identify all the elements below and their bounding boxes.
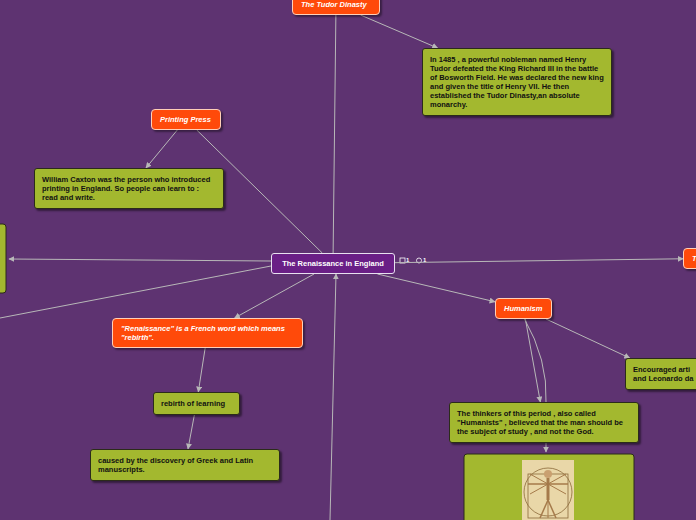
node-text: Humanism	[504, 304, 543, 313]
node-text: Encouraged arti and Leonardo da	[633, 365, 695, 383]
topic-box: "Renaissance" is a French word which mea…	[112, 318, 303, 348]
node-text: T	[692, 254, 696, 263]
branch-line	[0, 266, 271, 318]
connector	[198, 348, 205, 392]
counter-label: 1	[423, 257, 426, 263]
connector	[235, 274, 314, 318]
central-topic: The Renaissance in England	[271, 253, 395, 274]
node-text: "Renaissance" is a French word which mea…	[121, 324, 294, 342]
node-text: caused by the discovery of Greek and Lat…	[98, 456, 272, 474]
node-text: The Tudor Dinasty	[301, 0, 371, 9]
note-box: William Caxton was the person who introd…	[34, 168, 224, 209]
node-text: The Renaissance in England	[279, 259, 387, 268]
branch-line	[330, 274, 336, 520]
topic-box: Humanism	[495, 298, 552, 319]
counter-label: 1	[406, 257, 409, 263]
branch-line	[9, 259, 271, 261]
node-text: William Caxton was the person who introd…	[42, 175, 216, 202]
offscreen-box	[0, 224, 6, 293]
connector	[377, 274, 495, 302]
vitruvian-man	[522, 460, 574, 520]
connector	[146, 130, 177, 168]
connector	[525, 319, 540, 402]
connector	[395, 259, 683, 263]
note-box: The thinkers of this period , also calle…	[449, 402, 639, 443]
node-text: In 1485 , a powerful nobleman named Henr…	[430, 55, 604, 109]
note-box: Encouraged arti and Leonardo da	[625, 358, 696, 390]
note-box: In 1485 , a powerful nobleman named Henr…	[422, 48, 612, 116]
note-box: rebirth of learning	[153, 392, 240, 415]
topic-box: T	[683, 248, 696, 269]
topic-box: The Tudor Dinasty	[292, 0, 380, 15]
topic-box: Printing Press	[151, 109, 221, 130]
image-box	[464, 454, 634, 520]
connector	[333, 15, 336, 253]
branch-line	[524, 318, 546, 402]
note-box: caused by the discovery of Greek and Lat…	[90, 449, 280, 481]
connector	[361, 15, 438, 48]
connector	[188, 415, 194, 449]
node-text: Printing Press	[160, 115, 212, 124]
node-text: The thinkers of this period , also calle…	[457, 409, 631, 436]
node-text: rebirth of learning	[161, 399, 232, 408]
connector	[546, 319, 630, 358]
